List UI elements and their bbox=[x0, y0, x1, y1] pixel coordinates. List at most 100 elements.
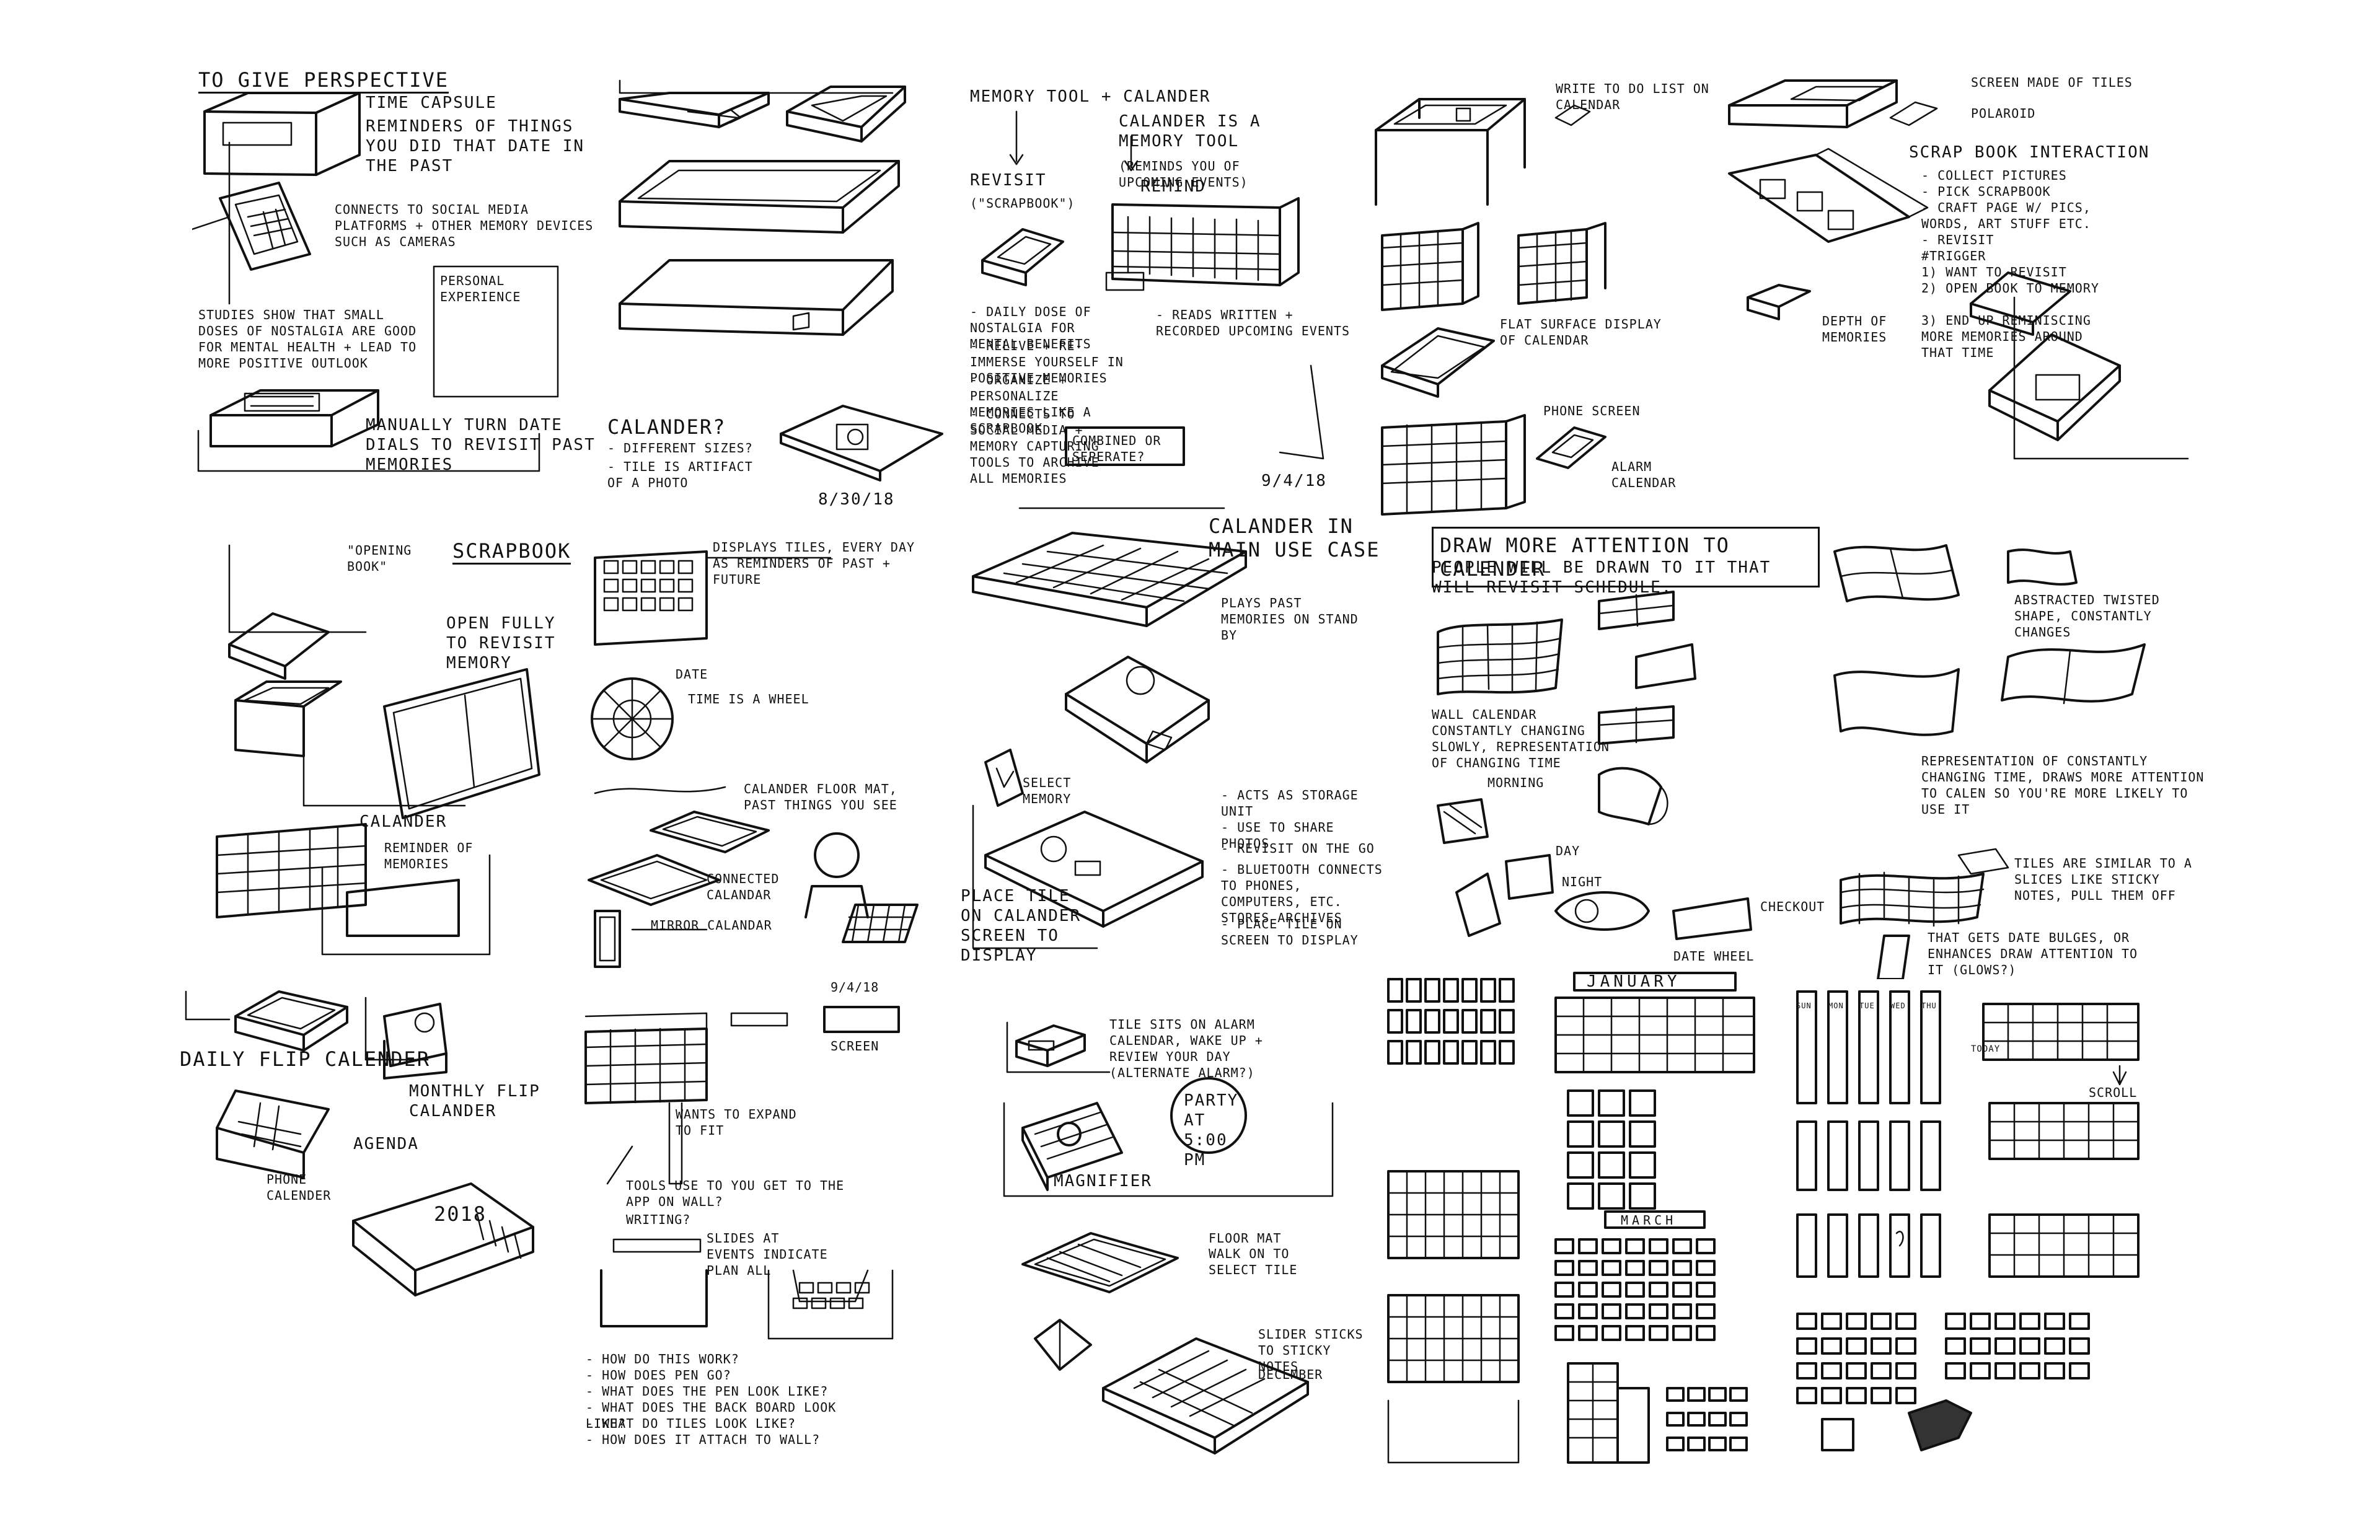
note-select-memory: SELECT MEMORY bbox=[1023, 775, 1072, 806]
note-date-8-30: 8/30/18 bbox=[818, 490, 895, 509]
note-floor-mat: CALANDER FLOOR MAT, PAST THINGS YOU SEE bbox=[744, 781, 897, 812]
note-march: MARCH bbox=[1621, 1213, 1677, 1228]
panel-calander-tiles: CALANDER? - DIFFERENT SIZES? - TILE IS A… bbox=[595, 68, 967, 514]
note-combined-or-seperate: COMBINED OR SEPERATE? bbox=[1072, 433, 1161, 464]
note-screen: SCREEN bbox=[831, 1039, 879, 1054]
note-phone-screen: PHONE SCREEN bbox=[1543, 403, 1641, 418]
note-phone-calender: PHONE CALENDER bbox=[267, 1172, 332, 1203]
panel-table-calendar: WRITE TO DO LIST ON CALENDAR FLAT SURFAC… bbox=[1370, 81, 1735, 527]
panel-main-use-case: CALANDER IN MAIN USE CASE PLAYS PAST MEM… bbox=[961, 514, 1407, 973]
note-date-wheel: DATE WHEEL bbox=[1673, 949, 1755, 964]
note-sun: SUN bbox=[1796, 1001, 1812, 1010]
note-floor-mat-2: FLOOR MAT bbox=[1209, 1231, 1282, 1246]
note-trigger: #TRIGGER bbox=[1921, 249, 1986, 263]
note-tools-use: TOOLS USE TO YOU GET TO THE APP ON WALL? bbox=[626, 1178, 845, 1209]
note-open-fully: OPEN FULLY TO REVISIT MEMORY bbox=[446, 614, 556, 672]
twisted-shape-sketches bbox=[1833, 544, 2146, 979]
note-party: PARTY AT 5:00 PM bbox=[1184, 1091, 1239, 1169]
note-slides-events: SLIDES AT EVENTS INDICATE PLAN ALL bbox=[707, 1231, 828, 1278]
scrapbook-sketches bbox=[1728, 79, 2189, 460]
note-calander-q: CALANDER? bbox=[607, 415, 726, 439]
note-scroll: SCROLL bbox=[2089, 1085, 2138, 1100]
main-use-case-sketches bbox=[972, 532, 1247, 949]
note-q-attach-wall: - HOW DOES IT ATTACH TO WALL? bbox=[586, 1432, 821, 1447]
pen-sketches bbox=[584, 1006, 900, 1340]
month-grid-sketches bbox=[1387, 972, 1755, 1464]
note-flat-surface: FLAT SURFACE DISPLAY OF CALENDAR bbox=[1500, 317, 1662, 348]
note-tiles-are: TILES ARE SIMILAR TO A SLICES LIKE STICK… bbox=[2014, 856, 2192, 903]
note-scrapbook-title: SCRAPBOOK bbox=[452, 539, 571, 565]
note-2018: 2018 bbox=[434, 1202, 487, 1226]
note-calander-6: CALANDER bbox=[359, 812, 447, 831]
note-plays-past-memories: PLAYS PAST MEMORIES ON STAND BY bbox=[1221, 596, 1359, 643]
note-wants-expand: WANTS TO EXPAND TO FIT bbox=[676, 1107, 797, 1138]
note-scrapbook-q: ("SCRAPBOOK") bbox=[970, 196, 1075, 211]
note-connects-archive: - CONNECTS TO SOCIAL MEDIA + MEMORY CAPT… bbox=[970, 407, 1100, 486]
panel-alarm-magnifier: TILE SITS ON ALARM CALENDAR, WAKE UP + R… bbox=[998, 992, 1382, 1463]
note-screen-made-tiles: SCREEN MADE OF TILES bbox=[1971, 75, 2133, 90]
note-alternate-alarm: (ALTERNATE ALARM?) bbox=[1109, 1065, 1255, 1080]
note-q-pen-look: - WHAT DOES THE PEN LOOK LIKE? bbox=[586, 1384, 829, 1399]
note-magnifier: MAGNIFIER bbox=[1054, 1172, 1152, 1190]
note-write-todo: WRITE TO DO LIST ON CALENDAR bbox=[1556, 81, 1709, 112]
note-q-how-work: - HOW DO THIS WORK? bbox=[586, 1352, 739, 1366]
note-reminds-upcoming: (REMINDS YOU OF UPCOMING EVENTS) bbox=[1119, 159, 1248, 190]
tiles-wheel-sketches bbox=[588, 550, 919, 968]
note-organize: - ORGANIZE + PERSONALIZE MEMORIES LIKE A… bbox=[970, 372, 1091, 436]
flip-calendar-sketches bbox=[185, 990, 534, 1296]
note-reminders: REMINDERS OF THINGS YOU DID THAT DATE IN… bbox=[366, 117, 585, 175]
note-revisit-go: - REVISIT ON THE GO bbox=[1221, 841, 1375, 856]
note-draw-more-attention: DRAW MORE ATTENTION TO CALENDER bbox=[1432, 527, 1820, 587]
panel-pen-questions: 9/4/18 SCREEN WANTS TO EXPAND TO FIT TOO… bbox=[583, 979, 917, 1450]
note-calander-in-main-use-case: CALANDER IN MAIN USE CASE bbox=[1209, 514, 1380, 561]
note-different-sizes: - DIFFERENT SIZES? bbox=[607, 441, 753, 455]
note-manually-turn: MANUALLY TURN DATE DIALS TO REVISIT PAST… bbox=[366, 416, 596, 474]
table-calendar-sketches bbox=[1375, 98, 1606, 516]
panel-day-columns: SUN MON TUE WED THU TODAY SCROLL bbox=[1785, 979, 2225, 1475]
note-alarm-calendar: ALARM CALENDAR bbox=[1611, 459, 1677, 490]
note-reads-written: - READS WRITTEN + RECORDED UPCOMING EVEN… bbox=[1156, 307, 1350, 338]
note-polaroid: POLAROID bbox=[1971, 106, 2036, 121]
calander-box-sketches bbox=[619, 79, 943, 482]
note-want-to-revisit: 1) WANT TO REVISIT bbox=[1921, 265, 2067, 279]
note-daily-flip-calender: DAILY FLIP CALENDER bbox=[180, 1047, 431, 1071]
note-to-give-perspective: TO GIVE PERSPECTIVE bbox=[198, 68, 449, 94]
note-scrapbook-interaction: SCRAP BOOK INTERACTION bbox=[1909, 143, 2150, 162]
note-open-book: 2) OPEN BOOK TO MEMORY bbox=[1921, 281, 2099, 296]
note-storage-unit: - ACTS AS STORAGE UNIT bbox=[1221, 788, 1359, 819]
time-capsule-sketches bbox=[192, 92, 559, 472]
note-relive: - RELIVE + RE-IMMERSE YOURSELF IN POSITI… bbox=[970, 338, 1124, 385]
day-column-sketches bbox=[1796, 990, 2140, 1451]
note-share-photos: - USE TO SHARE PHOTOS bbox=[1221, 820, 1334, 851]
note-night: NIGHT bbox=[1562, 874, 1603, 889]
note-date-9-4: 9/4/18 bbox=[1261, 472, 1327, 490]
note-pick-scrapbook: - PICK SCRAPBOOK bbox=[1921, 184, 2051, 199]
note-calander-memory: CALANDER IS A MEMORY TOOL bbox=[1119, 112, 1261, 151]
note-date-bulges: THAT GETS DATE BULGES, OR ENHANCES DRAW … bbox=[1928, 930, 2138, 977]
note-wall-calendar-changing: WALL CALENDAR CONSTANTLY CHANGING SLOWLY… bbox=[1432, 707, 1610, 770]
note-revisit: REVISIT bbox=[970, 171, 1047, 190]
note-wed: WED bbox=[1890, 1001, 1906, 1010]
note-connects-social: CONNECTS TO SOCIAL MEDIA PLATFORMS + OTH… bbox=[335, 202, 594, 249]
panel-abstracted-twisted: ABSTRACTED TWISTED SHAPE, CONSTANTLY CHA… bbox=[1822, 533, 2225, 979]
note-place-tile: PLACE TILE ON CALANDER SCREEN TO DISPLAY bbox=[961, 887, 1082, 965]
note-people-drawn: PEOPLE WILL BE DRAWN TO IT THAT WILL REV… bbox=[1432, 558, 1771, 597]
memory-tool-sketches bbox=[981, 110, 1324, 509]
note-january: JANUARY bbox=[1587, 972, 1681, 991]
note-thu: THU bbox=[1921, 1001, 1937, 1010]
note-mon: MON bbox=[1828, 1001, 1844, 1010]
note-reminder-memories: REMINDER OF MEMORIES bbox=[384, 840, 474, 871]
panel-time-capsule: TO GIVE PERSPECTIVE TIME CAPSULE REMINDE… bbox=[192, 68, 614, 496]
note-depth-of-memories: DEPTH OF MEMORIES bbox=[1822, 314, 1887, 345]
opening-book-sketches bbox=[216, 544, 540, 956]
panel-memory-tool: MEMORY TOOL + CALANDER CALANDER IS A MEM… bbox=[964, 74, 1373, 521]
note-remind: REMIND bbox=[1140, 177, 1206, 196]
note-tile-sits-alarm: TILE SITS ON ALARM CALENDAR, WAKE UP + R… bbox=[1109, 1017, 1263, 1064]
note-day: DAY bbox=[1556, 843, 1580, 858]
note-tile-artifact: - TILE IS ARTIFACT OF A PHOTO bbox=[607, 459, 753, 490]
note-today: TODAY bbox=[1971, 1044, 2001, 1054]
note-place-tile-2: - PLACE TILE ON SCREEN TO DISPLAY bbox=[1221, 917, 1359, 948]
note-writing: WRITING? bbox=[626, 1212, 691, 1227]
note-personal-experience: PERSONAL EXPERIENCE bbox=[440, 273, 521, 304]
